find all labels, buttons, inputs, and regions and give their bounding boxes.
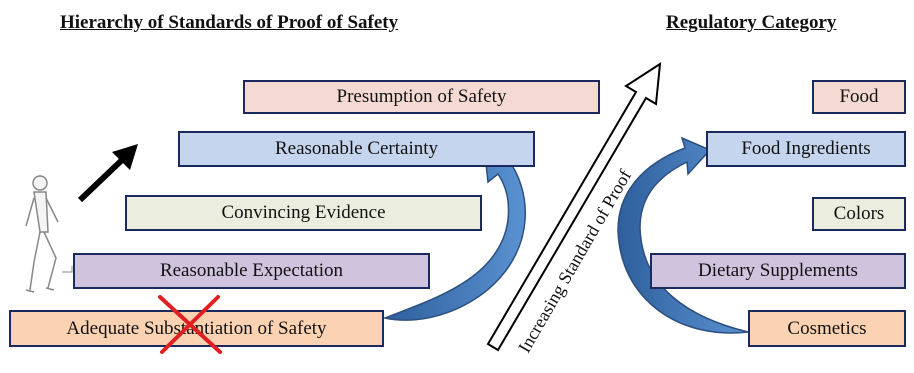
standard-convincing-evidence: Convincing Evidence: [125, 195, 482, 231]
category-dietary-supplements: Dietary Supplements: [650, 253, 906, 289]
standard-label: Reasonable Expectation: [159, 260, 344, 281]
standard-presumption-of-safety: Presumption of Safety: [243, 80, 600, 114]
category-colors: Colors: [812, 197, 906, 231]
upward-arrow-icon: [77, 144, 138, 203]
standard-label: Presumption of Safety: [336, 86, 507, 107]
category-label: Food: [839, 86, 879, 107]
standard-label: Reasonable Certainty: [274, 138, 439, 159]
standard-reasonable-certainty: Reasonable Certainty: [178, 131, 535, 167]
walking-person-icon: [25, 175, 73, 293]
standard-label: Convincing Evidence: [221, 202, 386, 223]
standard-reasonable-expectation: Reasonable Expectation: [73, 253, 430, 289]
category-label: Colors: [833, 203, 885, 224]
category-label: Food Ingredients: [741, 138, 871, 159]
red-cross-icon: [158, 295, 222, 354]
hierarchy-title: Hierarchy of Standards of Proof of Safet…: [60, 12, 399, 33]
category-cosmetics: Cosmetics: [748, 310, 906, 347]
category-label: Dietary Supplements: [698, 260, 858, 281]
category-food-ingredients: Food Ingredients: [706, 131, 906, 167]
category-label: Cosmetics: [787, 317, 867, 339]
regulatory-title: Regulatory Category: [666, 12, 837, 33]
category-food: Food: [812, 80, 906, 114]
